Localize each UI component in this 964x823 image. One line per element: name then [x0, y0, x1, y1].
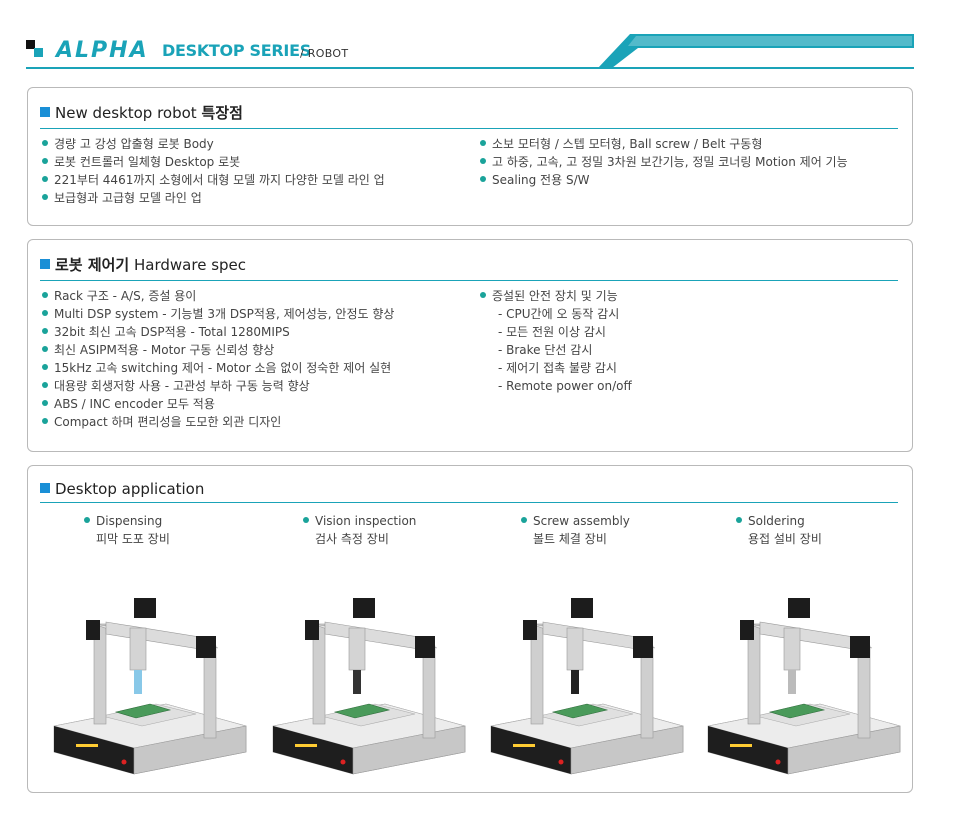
header-accent-band: [598, 34, 914, 68]
bullet-icon: [480, 140, 486, 146]
list-item: 221부터 4461까지 소형에서 대형 모델 까지 다양한 모델 라인 업: [42, 171, 385, 189]
application-item-dispensing: Dispensing 피막 도포 장비: [84, 512, 294, 548]
hardware-divider: [40, 280, 898, 281]
list-item: Sealing 전용 S/W: [480, 171, 848, 189]
features-left-list: 경량 고 강성 압출형 로봇 Body 로봇 컨트롤러 일체형 Desktop …: [42, 135, 385, 207]
list-item: ABS / INC encoder 모두 적용: [42, 395, 394, 413]
application-item-screw: Screw assembly 볼트 체결 장비: [521, 512, 731, 548]
bullet-icon: [736, 517, 742, 523]
page-header: ALPHA DESKTOP SERIES / ROBOT: [0, 0, 964, 75]
application-label-kr: 검사 측정 장비: [315, 532, 389, 546]
bullet-icon: [42, 140, 48, 146]
application-panel: Desktop application Dispensing 피막 도포 장비 …: [27, 465, 913, 793]
section-square-icon: [40, 107, 50, 117]
hardware-left-list: Rack 구조 - A/S, 증설 용이 Multi DSP system - …: [42, 287, 394, 431]
list-item: 보급형과 고급형 모델 라인 업: [42, 189, 385, 207]
application-title: Desktop application: [40, 480, 204, 498]
features-divider: [40, 128, 898, 129]
bullet-icon: [42, 176, 48, 182]
section-square-icon: [40, 483, 50, 493]
bullet-icon: [480, 158, 486, 164]
list-item: 증설된 안전 장치 및 기능: [480, 287, 632, 305]
application-divider: [40, 502, 898, 503]
list-item: 고 하중, 고속, 고 정밀 3차원 보간기능, 정밀 코너링 Motion 제…: [480, 153, 848, 171]
soldering-robot-image: [700, 576, 910, 776]
application-item-soldering: Soldering 용접 설비 장비: [736, 512, 946, 548]
list-item: - Remote power on/off: [498, 379, 632, 393]
bullet-icon: [42, 346, 48, 352]
list-item: 로봇 컨트롤러 일체형 Desktop 로봇: [42, 153, 385, 171]
bullet-icon: [42, 382, 48, 388]
features-panel: New desktop robot 특장점 경량 고 강성 압출형 로봇 Bod…: [27, 87, 913, 226]
bullet-icon: [84, 517, 90, 523]
list-item: - CPU간에 오 동작 감시: [498, 307, 620, 321]
list-item: - 모든 전원 이상 감시: [498, 325, 606, 339]
application-label-en: Vision inspection: [303, 512, 513, 530]
series-title: DESKTOP SERIES: [162, 41, 311, 60]
application-label-en: Soldering: [736, 512, 946, 530]
application-label-kr: 용접 설비 장비: [748, 532, 822, 546]
bullet-icon: [42, 158, 48, 164]
brand-logo-icon: [26, 40, 44, 58]
bullet-icon: [521, 517, 527, 523]
application-label-en: Screw assembly: [521, 512, 731, 530]
application-item-vision: Vision inspection 검사 측정 장비: [303, 512, 513, 548]
series-subtitle: / ROBOT: [300, 47, 349, 60]
list-item: 경량 고 강성 압출형 로봇 Body: [42, 135, 385, 153]
application-label-en: Dispensing: [84, 512, 294, 530]
list-item: - 제어기 접촉 불량 감시: [498, 361, 617, 375]
hardware-right-list: 증설된 안전 장치 및 기능 - CPU간에 오 동작 감시 - 모든 전원 이…: [480, 287, 632, 395]
bullet-icon: [42, 328, 48, 334]
header-divider: [26, 67, 914, 69]
features-title: New desktop robot 특장점: [40, 102, 243, 123]
list-item: 대용량 회생저항 사용 - 고관성 부하 구동 능력 향상: [42, 377, 394, 395]
application-label-kr: 피막 도포 장비: [96, 532, 170, 546]
list-item: - Brake 단선 감시: [498, 343, 593, 357]
screw-robot-image: [483, 576, 693, 776]
bullet-icon: [42, 400, 48, 406]
list-item: 32bit 최신 고속 DSP적용 - Total 1280MIPS: [42, 323, 394, 341]
section-square-icon: [40, 259, 50, 269]
list-item: Rack 구조 - A/S, 증설 용이: [42, 287, 394, 305]
bullet-icon: [42, 292, 48, 298]
bullet-icon: [42, 194, 48, 200]
list-item: Compact 하며 편리성을 도모한 외관 디자인: [42, 413, 394, 431]
bullet-icon: [303, 517, 309, 523]
bullet-icon: [42, 418, 48, 424]
list-item: 소보 모터형 / 스텝 모터형, Ball screw / Belt 구동형: [480, 135, 848, 153]
bullet-icon: [42, 310, 48, 316]
vision-robot-image: [265, 576, 475, 776]
bullet-icon: [480, 292, 486, 298]
list-item: 15kHz 고속 switching 제어 - Motor 소음 없이 정숙한 …: [42, 359, 394, 377]
brand-name: ALPHA: [56, 38, 149, 63]
hardware-title: 로봇 제어기 Hardware spec: [40, 254, 246, 275]
bullet-icon: [480, 176, 486, 182]
list-item: Multi DSP system - 기능별 3개 DSP적용, 제어성능, 안…: [42, 305, 394, 323]
list-item: 최신 ASIPM적용 - Motor 구동 신뢰성 향상: [42, 341, 394, 359]
application-label-kr: 볼트 체결 장비: [533, 532, 607, 546]
hardware-panel: 로봇 제어기 Hardware spec Rack 구조 - A/S, 증설 용…: [27, 239, 913, 452]
features-right-list: 소보 모터형 / 스텝 모터형, Ball screw / Belt 구동형 고…: [480, 135, 848, 189]
dispensing-robot-image: [46, 576, 256, 776]
bullet-icon: [42, 364, 48, 370]
